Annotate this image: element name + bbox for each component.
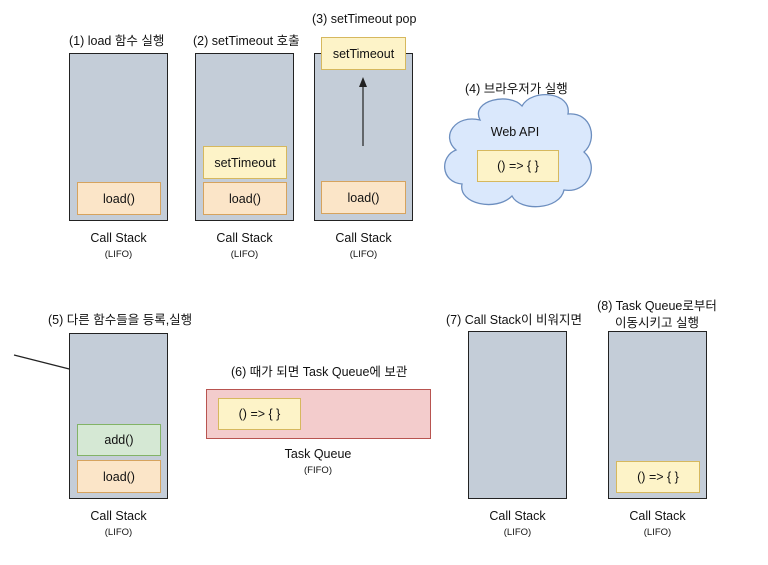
call-stack-8-caption: Call Stack (LIFO) <box>608 508 707 541</box>
call-stack-label: Call Stack <box>216 231 273 245</box>
call-stack-label: Call Stack <box>489 509 546 523</box>
task-queue: () => { } <box>206 389 431 439</box>
step-2-label: (2) setTimeout 호출 <box>193 34 300 48</box>
web-api-label: Web API <box>490 125 540 139</box>
frame-load: load() <box>321 181 406 214</box>
call-stack-order: (LIFO) <box>104 527 133 538</box>
call-stack-2: setTimeout load() <box>195 53 294 221</box>
step-8-label-line2: 이동시키고 실행 <box>615 316 699 330</box>
pop-arrow <box>359 77 367 146</box>
step-7-label: (7) Call Stack이 비워지면 <box>446 313 582 327</box>
frame-load: load() <box>203 182 287 215</box>
step-8-label: (8) Task Queue로부터 이동시키고 실행 <box>592 298 722 332</box>
call-stack-5-caption: Call Stack (LIFO) <box>69 508 168 541</box>
frame-load: load() <box>77 182 161 215</box>
frame-load: load() <box>77 460 161 493</box>
step-8-label-line1: (8) Task Queue로부터 <box>597 299 717 313</box>
call-stack-3-caption: Call Stack (LIFO) <box>314 230 413 263</box>
task-queue-label: Task Queue <box>284 447 352 461</box>
step-1-label: (1) load 함수 실행 <box>69 34 165 48</box>
call-stack-7-caption: Call Stack (LIFO) <box>468 508 567 541</box>
frame-add: add() <box>77 424 161 456</box>
frame-settimeout-popped: setTimeout <box>321 37 406 70</box>
frame-settimeout: setTimeout <box>203 146 287 179</box>
call-stack-1: load() <box>69 53 168 221</box>
task-queue-callback: () => { } <box>218 398 301 430</box>
step-3-label: (3) setTimeout pop <box>312 12 417 26</box>
call-stack-order: (LIFO) <box>503 527 532 538</box>
step-5-label: (5) 다른 함수들을 등록,실행 <box>48 313 193 327</box>
call-stack-order: (LIFO) <box>104 249 133 260</box>
call-stack-2-caption: Call Stack (LIFO) <box>195 230 294 263</box>
call-stack-5: add() load() <box>69 333 168 499</box>
call-stack-order: (LIFO) <box>230 249 259 260</box>
call-stack-order: (LIFO) <box>349 249 378 260</box>
call-stack-label: Call Stack <box>335 231 392 245</box>
call-stack-label: Call Stack <box>629 509 686 523</box>
call-stack-label: Call Stack <box>90 231 147 245</box>
call-stack-1-caption: Call Stack (LIFO) <box>69 230 168 263</box>
step-6-label: (6) 때가 되면 Task Queue에 보관 <box>231 365 408 379</box>
call-stack-8: () => { } <box>608 331 707 499</box>
task-queue-caption: Task Queue (FIFO) <box>268 446 368 479</box>
task-queue-order: (FIFO) <box>304 465 332 476</box>
call-stack-7 <box>468 331 567 499</box>
call-stack-order: (LIFO) <box>643 527 672 538</box>
call-stack-label: Call Stack <box>90 509 147 523</box>
frame-callback: () => { } <box>616 461 700 493</box>
step-4-label: (4) 브라우저가 실행 <box>465 82 568 96</box>
web-api-callback: () => { } <box>477 150 559 182</box>
